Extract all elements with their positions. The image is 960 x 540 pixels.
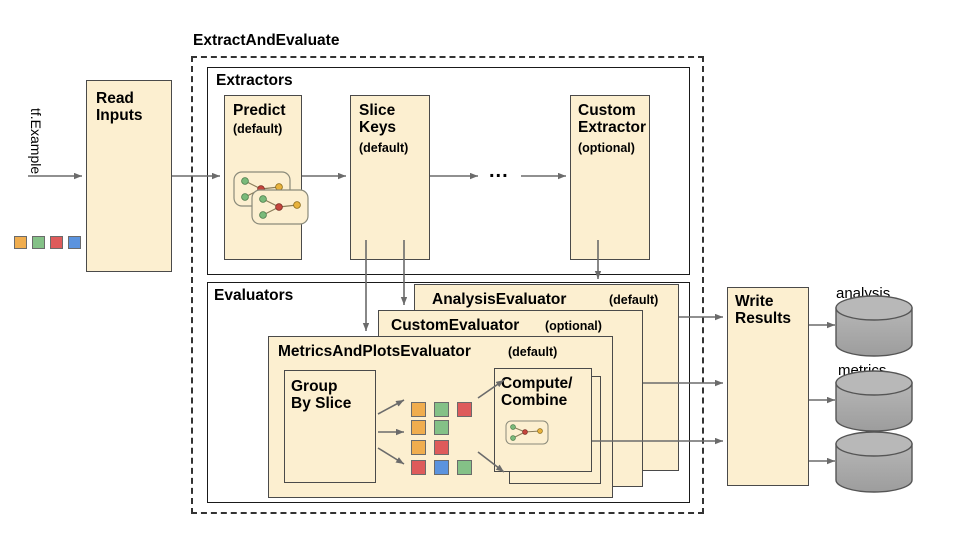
database-cylinder-other xyxy=(835,431,913,493)
input-swatch-3 xyxy=(68,236,81,249)
slice-swatch xyxy=(434,440,449,455)
extract-and-evaluate-title: ExtractAndEvaluate xyxy=(193,32,340,49)
slice-swatch xyxy=(434,460,449,475)
slice-swatch xyxy=(457,460,472,475)
slice-swatch xyxy=(457,402,472,417)
database-cylinder-analysis xyxy=(835,295,913,357)
extractor-slice-keys-qualifier: (default) xyxy=(359,141,409,155)
slice-swatch xyxy=(411,420,426,435)
extractors-ellipsis: ... xyxy=(489,160,509,182)
evaluators-section-label: Evaluators xyxy=(214,287,294,304)
metrics-and-plots-evaluator-qualifier: (default) xyxy=(508,345,558,359)
slice-swatch xyxy=(411,402,426,417)
compute-combine-label: Compute/ Combine xyxy=(501,375,573,410)
output-label-ellipsis: ... xyxy=(860,418,880,440)
metrics-and-plots-evaluator-label: MetricsAndPlotsEvaluator xyxy=(278,343,471,360)
slice-swatch xyxy=(434,420,449,435)
input-swatch-2 xyxy=(50,236,63,249)
extractor-custom-label: Custom Extractor xyxy=(578,102,647,137)
slice-swatch xyxy=(411,440,426,455)
read-inputs-box[interactable] xyxy=(86,80,172,272)
group-by-slice-label: Group By Slice xyxy=(291,378,352,413)
extract-and-evaluate-group xyxy=(191,56,704,514)
extractor-slice-keys-box[interactable] xyxy=(350,95,430,260)
analysis-evaluator-label: AnalysisEvaluator xyxy=(432,291,567,308)
write-results-label: Write Results xyxy=(735,293,791,328)
output-label-analysis: analysis xyxy=(836,285,891,302)
extractor-predict-qualifier: (default) xyxy=(233,122,283,136)
evaluators-section xyxy=(207,282,690,503)
slice-swatch xyxy=(411,460,426,475)
extractors-section-label: Extractors xyxy=(216,72,293,89)
slice-swatch xyxy=(434,402,449,417)
extractor-predict-box[interactable] xyxy=(224,95,302,260)
extractors-section xyxy=(207,67,690,275)
input-swatch-0 xyxy=(14,236,27,249)
compute-combine-box[interactable] xyxy=(494,368,592,472)
extractor-custom-qualifier: (optional) xyxy=(578,141,635,155)
input-swatch-1 xyxy=(32,236,45,249)
extractor-custom-box[interactable] xyxy=(570,95,650,260)
custom-evaluator-label: CustomEvaluator xyxy=(391,317,520,334)
input-label: tf.Example xyxy=(28,108,44,175)
output-label-metrics: metrics xyxy=(838,362,887,379)
write-results-box[interactable] xyxy=(727,287,809,486)
group-by-slice-box[interactable] xyxy=(284,370,376,483)
extractor-slice-keys-label: Slice Keys xyxy=(359,102,397,137)
custom-evaluator-qualifier: (optional) xyxy=(545,319,602,333)
analysis-evaluator-qualifier: (default) xyxy=(609,293,659,307)
read-inputs-label: Read Inputs xyxy=(96,90,143,125)
extractor-predict-label: Predict xyxy=(233,102,286,119)
